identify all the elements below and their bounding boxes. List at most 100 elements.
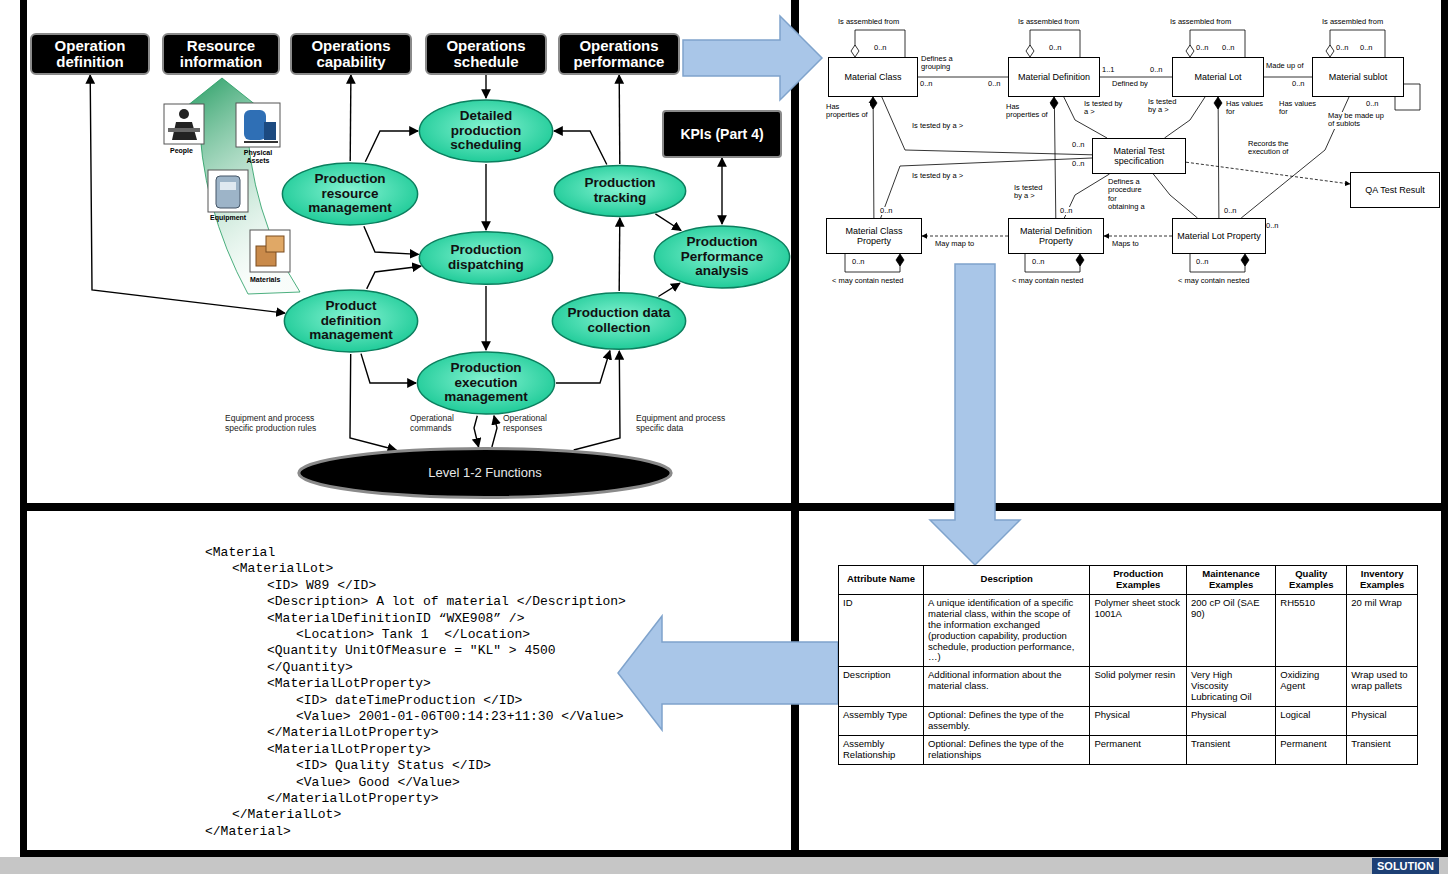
table-row: IDA unique identification of a specific … xyxy=(839,594,1418,667)
table-cell-text: 20 mil Wrap xyxy=(1351,597,1402,608)
connector xyxy=(485,75,486,98)
xml-line: <Value> Good </Value> xyxy=(296,775,460,791)
uml-annotation: 0..n xyxy=(1060,207,1073,215)
panel-border xyxy=(20,503,1448,511)
table-cell-text: Assembly Type xyxy=(843,709,907,720)
table-cell: Permanent xyxy=(1276,735,1347,764)
table-header-text: Description xyxy=(981,573,1033,584)
connector xyxy=(658,283,680,296)
function-ellipse: Product definition management xyxy=(283,288,419,354)
ellipse-outline xyxy=(282,163,417,225)
table-cell: Optional: Defines the type of the relati… xyxy=(924,735,1090,764)
connector xyxy=(918,77,1008,78)
panel-border xyxy=(1441,0,1448,857)
node-text: Operation definition xyxy=(36,38,144,71)
function-ellipse: Production execution management xyxy=(416,350,556,416)
uml-class-box: Material Class Property xyxy=(826,218,922,254)
connector xyxy=(367,266,421,289)
uml-annotation: 0..n xyxy=(1336,44,1349,52)
uml-class-box: QA Test Result xyxy=(1350,172,1440,208)
xml-line: <Value> 2001-01-06T00:14:23+11:30 </Valu… xyxy=(296,709,624,725)
xml-line: <Quantity UnitOfMeasure = "KL" > 4500 xyxy=(267,643,556,659)
table-cell: 200 cP Oil (SAE 90) xyxy=(1187,594,1276,667)
uml-annotation: 0..n xyxy=(1072,160,1085,168)
uml-annotation: Is assembled from xyxy=(1170,18,1231,26)
connector xyxy=(655,214,681,231)
icon-caption: Equipment xyxy=(210,214,246,222)
ellipse-outline xyxy=(417,352,554,414)
connector xyxy=(1153,174,1197,218)
table-cell-text: Optional: Defines the type of the assemb… xyxy=(928,709,1064,731)
table-cell: Inventory Examples xyxy=(1347,566,1418,595)
node-text: Production Performance analysis xyxy=(667,235,777,280)
function-ellipse: Production dispatching xyxy=(418,230,554,286)
table-header-text: Production Examples xyxy=(1113,568,1163,590)
node-text: Material sublot xyxy=(1329,72,1388,82)
table-cell: ID xyxy=(839,594,924,667)
connector xyxy=(364,226,419,254)
uml-annotation: Is assembled from xyxy=(1018,18,1079,26)
node-text: Material Lot Property xyxy=(1177,231,1261,241)
node-text: Production resource management xyxy=(295,172,405,217)
node-text: Production dispatching xyxy=(432,243,541,273)
xml-line: </MaterialLotProperty> xyxy=(267,791,439,807)
xml-line: <MaterialLotProperty> xyxy=(267,676,431,692)
table-cell-text: Optional: Defines the type of the relati… xyxy=(928,738,1064,760)
connector xyxy=(1100,77,1172,78)
connector xyxy=(721,158,722,224)
xml-line: <MaterialDefinitionID “WXE908” /> xyxy=(267,611,524,627)
connector xyxy=(485,286,486,350)
xml-line: </Material> xyxy=(205,824,291,840)
connector xyxy=(485,164,486,230)
uml-annotation: 0..n xyxy=(1032,258,1045,266)
connector-label: Operational responses xyxy=(503,414,565,433)
table-cell: Description xyxy=(839,667,924,707)
table-cell: Additional information about the materia… xyxy=(924,667,1090,707)
uml-annotation: < may contain nested xyxy=(832,277,904,285)
equipment-icon xyxy=(208,170,248,212)
xml-line: <MaterialLot> xyxy=(232,561,333,577)
uml-class-box: Material Definition Property xyxy=(1008,218,1104,254)
table-cell: Physical xyxy=(1347,707,1418,736)
table-cell-text: Permanent xyxy=(1280,738,1326,749)
uml-annotation: 0..n xyxy=(1196,258,1209,266)
ellipse-outline xyxy=(419,100,552,162)
table-row: Assembly Type Optional: Defines the type … xyxy=(839,707,1418,736)
table-cell-text: A unique identification of a specific ma… xyxy=(928,597,1074,663)
footer-bar xyxy=(0,857,1448,874)
uml-annotation: 0..n xyxy=(874,44,887,52)
node-text: KPIs (Part 4) xyxy=(680,126,763,142)
uml-annotation: 1..1 xyxy=(1102,66,1115,74)
connector xyxy=(881,158,1092,218)
connector xyxy=(556,351,610,383)
table-cell-text: 200 cP Oil (SAE 90) xyxy=(1191,597,1259,619)
connector-label: Is tested by a > xyxy=(1148,98,1184,115)
table-cell-text: RH5510 xyxy=(1280,597,1315,608)
table-cell: Transient xyxy=(1187,735,1276,764)
function-ellipse: Production tracking xyxy=(553,164,687,218)
uml-annotation: 0..n xyxy=(880,207,893,215)
node-text: Production execution management xyxy=(430,361,542,406)
uml-annotation: 0..n xyxy=(1360,44,1373,52)
uml-annotation: < may contain nested xyxy=(1178,277,1250,285)
xml-line: <Description> A lot of material </Descri… xyxy=(267,594,626,610)
connector-label: Is tested by a > xyxy=(1084,100,1124,117)
xml-line: </MaterialLotProperty> xyxy=(267,725,439,741)
footer-logo-text: SOLUTION xyxy=(1372,858,1439,874)
uml-annotation: 0..n xyxy=(1150,66,1163,74)
uml-annotation: Is assembled from xyxy=(838,18,899,26)
output-header-box: Operations performance xyxy=(558,33,680,75)
function-ellipse: Production Performance analysis xyxy=(653,224,791,290)
uml-class-box: Material Lot xyxy=(1172,57,1264,97)
table-cell: Attribute Name xyxy=(839,566,924,595)
output-header-box: Operations schedule xyxy=(425,33,547,75)
connector-label: Equipment and process specific data xyxy=(636,414,746,433)
node-text: Level 1-2 Functions xyxy=(428,466,541,480)
node-text: Material Test specification xyxy=(1095,146,1183,167)
connector-label: Maps to xyxy=(1112,240,1162,248)
table-cell: Assembly Type xyxy=(839,707,924,736)
function-ellipse: Production data collection xyxy=(551,291,687,351)
connector-label: Has values for xyxy=(1279,100,1317,117)
function-ellipse: Detailed production scheduling xyxy=(418,98,554,164)
table-cell-text: Very High Viscosity Lubricating Oil xyxy=(1191,669,1252,702)
